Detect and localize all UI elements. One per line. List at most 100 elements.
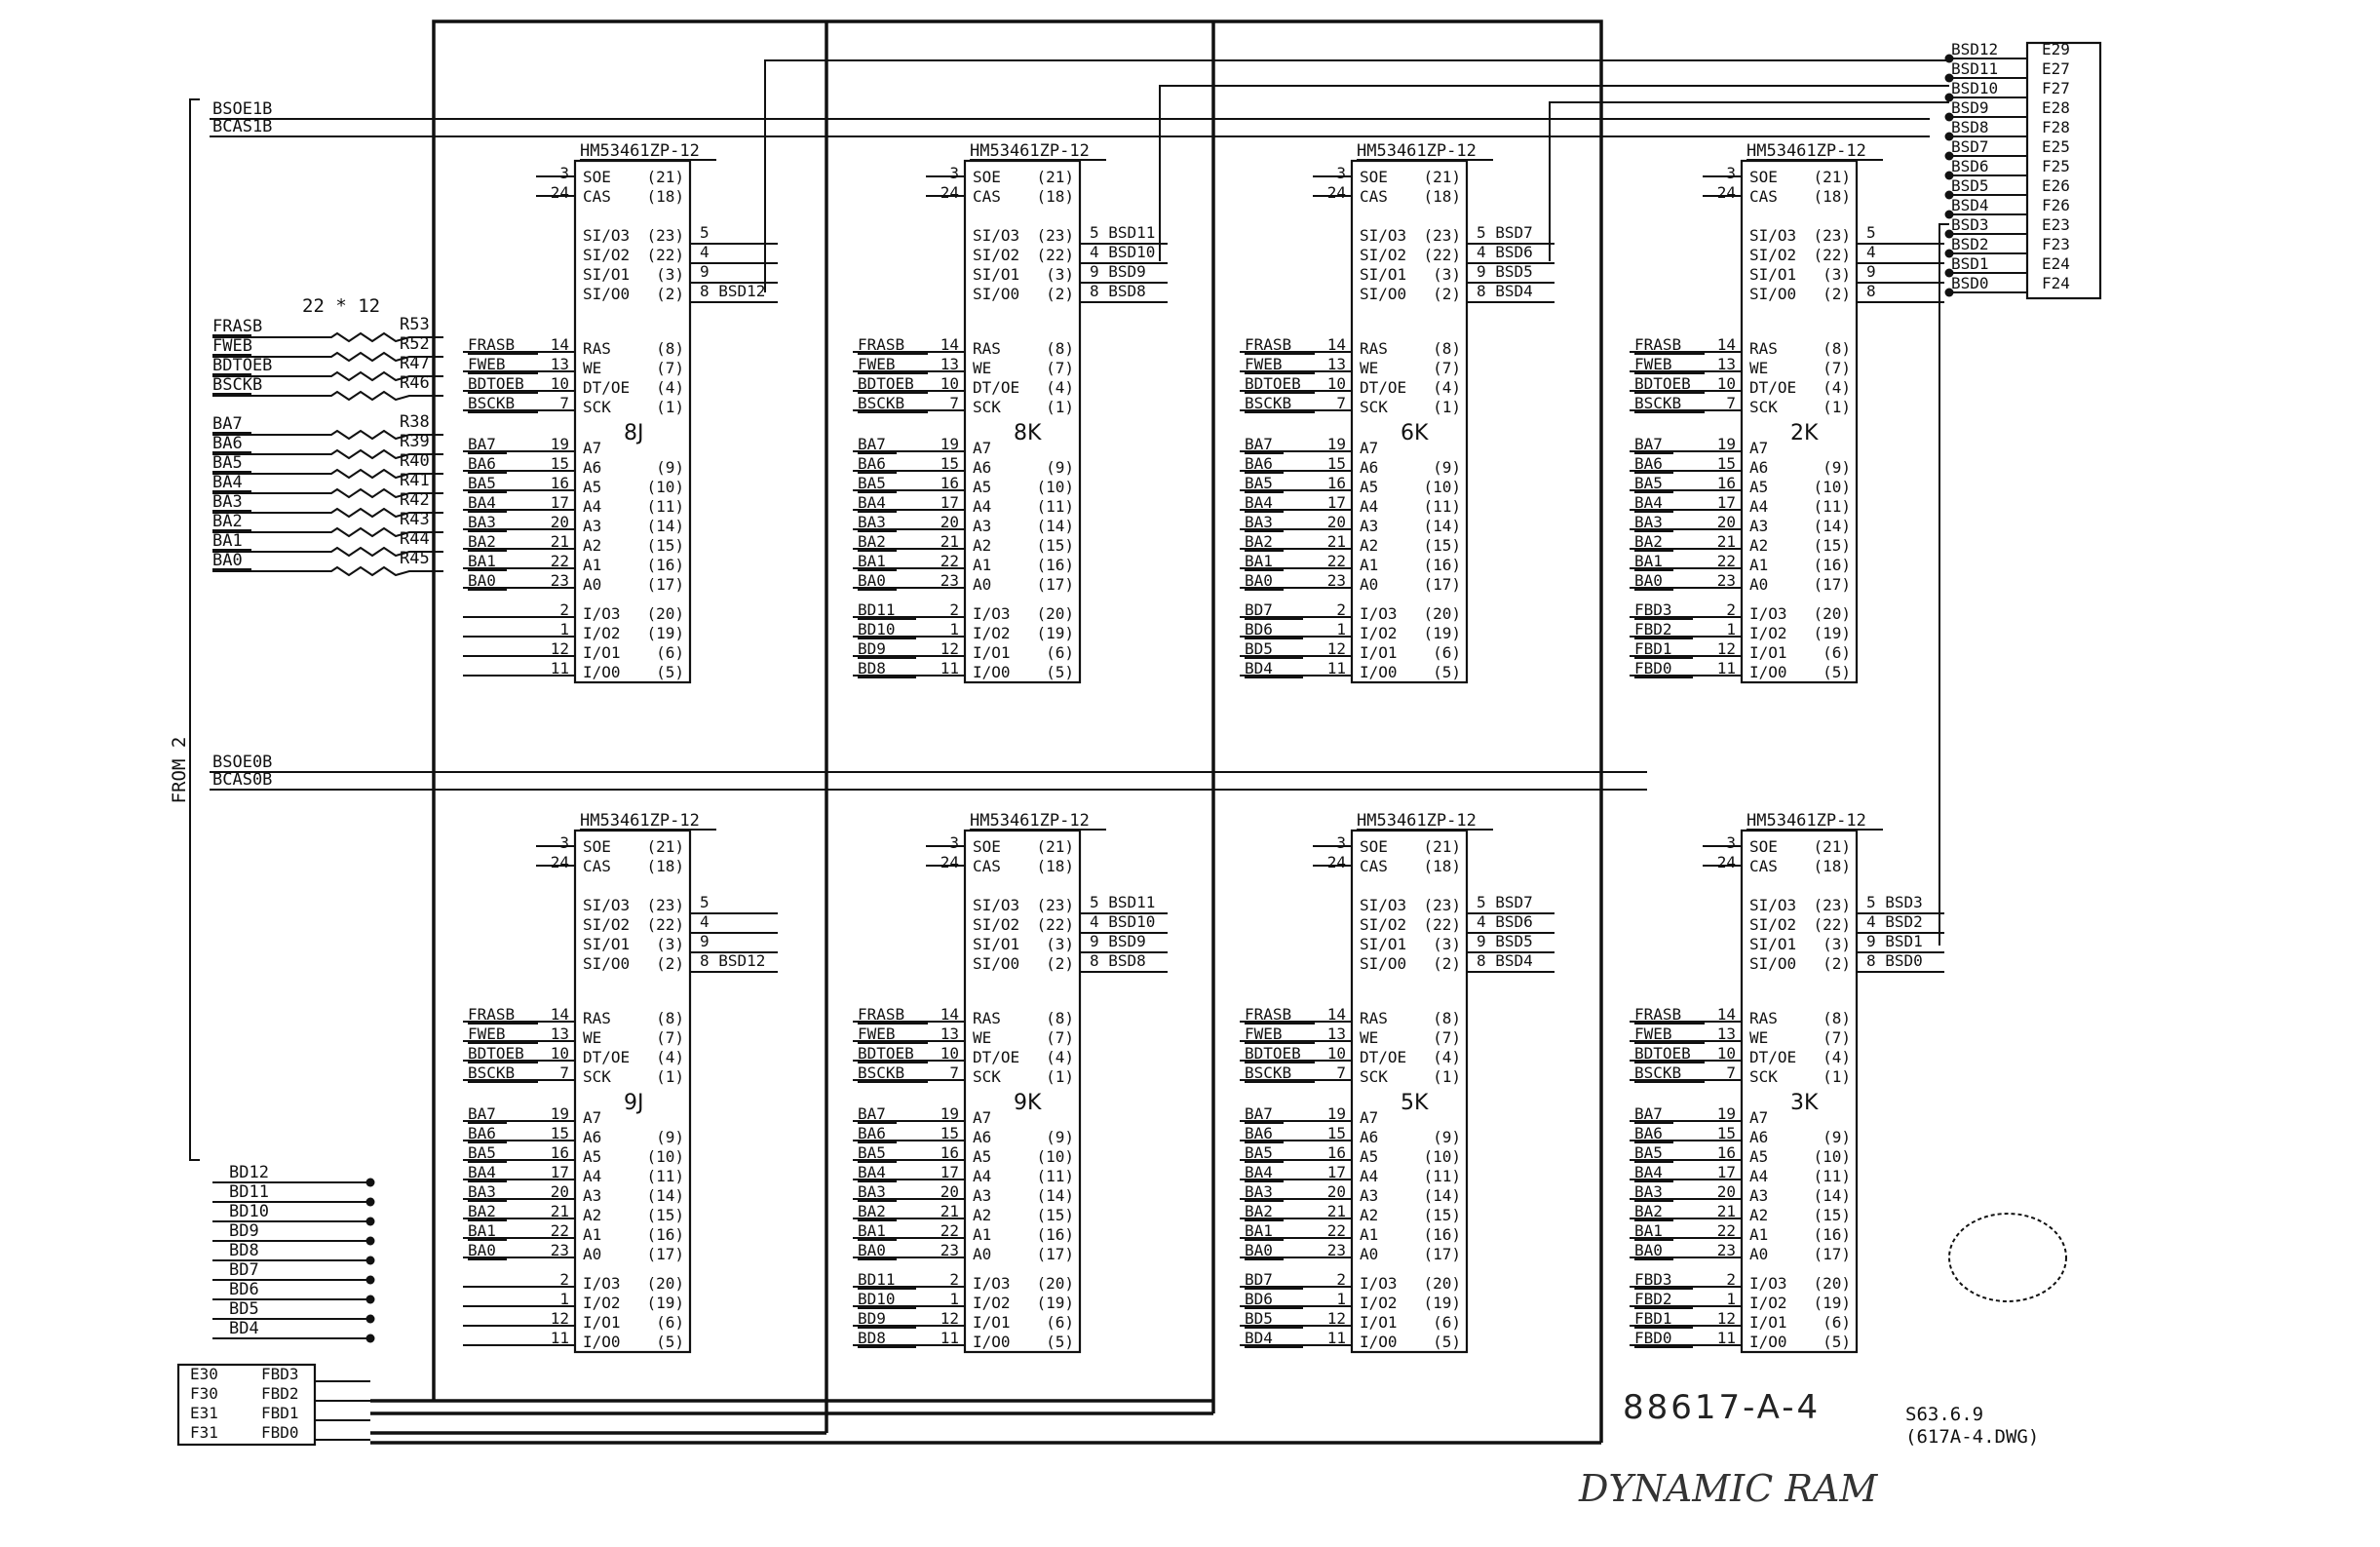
pin-name-io: I/O3	[1749, 1274, 1787, 1293]
pin-name-sio: SI/O0	[1749, 285, 1796, 303]
ctrl-net-label: BSCKB	[1245, 394, 1291, 412]
ext-pin-number: 21	[1327, 532, 1346, 551]
junction-dot	[365, 1178, 375, 1187]
connector-pin: F31	[190, 1423, 218, 1442]
ctrl-net-label: BDTOEB	[468, 1044, 524, 1063]
sio-net-label: 5 BSD11	[1090, 223, 1155, 242]
pin-name-cas: CAS	[1360, 857, 1388, 875]
ext-pin-number: 22	[940, 552, 959, 570]
bd-net-label: BD10	[229, 1202, 269, 1221]
ext-pin-number: 19	[1717, 1104, 1736, 1123]
pin-name-ctrl: SCK	[1360, 398, 1388, 416]
ext-pin-number: 11	[551, 1329, 569, 1347]
ext-pin-number: 17	[940, 1163, 959, 1181]
ctrl-net-label: BDTOEB	[1245, 1044, 1301, 1063]
ext-pin-number: 10	[1717, 1044, 1736, 1063]
pin-name-ctrl: WE	[1360, 359, 1378, 377]
chip-part-number: HM53461ZP-12	[970, 811, 1090, 831]
resistor-label: R53	[400, 315, 430, 334]
pin-number: (20)	[1036, 1274, 1074, 1293]
pin-name-ctrl: DT/OE	[583, 378, 630, 397]
pin-name-addr: A6	[1749, 458, 1768, 477]
sio-net-label: 9 BSD5	[1477, 932, 1533, 950]
sio-net-label: 4	[700, 912, 710, 931]
pin-name-ctrl: RAS	[1360, 339, 1388, 358]
ctrl-net-label: BDTOEB	[1634, 1044, 1691, 1063]
pin-name-io: I/O0	[583, 663, 621, 681]
pin-name-addr: A3	[1360, 517, 1378, 535]
input-net-label: FWEB	[212, 336, 252, 356]
io-net-label: FBD2	[1634, 1290, 1672, 1308]
ext-pin-number: 23	[1717, 1241, 1736, 1259]
pin-name-sio: SI/O2	[1360, 915, 1406, 934]
ext-pin-number: 7	[1726, 394, 1736, 412]
ext-pin-number: 2	[949, 600, 959, 619]
ext-pin-number: 12	[940, 1309, 959, 1328]
connector-net-label: BSD5	[1951, 176, 1989, 195]
connector-pin: F26	[2042, 196, 2070, 214]
bsd-bus	[1549, 101, 1949, 261]
addr-net-label: BA3	[1634, 513, 1663, 531]
ext-pin-number: 19	[551, 1104, 569, 1123]
ext-pin-number: 23	[1327, 571, 1346, 590]
pin-name-addr: A0	[583, 1245, 601, 1263]
ext-pin-number: 20	[1717, 1182, 1736, 1201]
ext-pin-number: 2	[1336, 1270, 1346, 1289]
junction-dot	[365, 1256, 375, 1265]
pin-name-addr: A7	[973, 439, 991, 457]
pin-number: (18)	[1423, 187, 1461, 206]
chip-reference-designator: 6K	[1401, 421, 1429, 445]
pin-name-addr: A3	[973, 517, 991, 535]
pin-number: (5)	[1433, 663, 1461, 681]
resistor-symbol	[212, 351, 443, 363]
pin-number: (16)	[1423, 556, 1461, 574]
pin-number: (14)	[1036, 1186, 1074, 1205]
pin-number: (10)	[1036, 1147, 1074, 1166]
pin-name-cas: CAS	[973, 857, 1001, 875]
pin-number: (3)	[1823, 935, 1851, 953]
pin-name-addr: A0	[1749, 1245, 1768, 1263]
ctrl-net-label: FRASB	[468, 335, 515, 354]
pin-name-io: I/O0	[1360, 1333, 1398, 1351]
pin-name-addr: A4	[1749, 1167, 1768, 1185]
pin-number: (5)	[1046, 1333, 1074, 1351]
ext-pin-number: 10	[1717, 374, 1736, 393]
pin-name-addr: A2	[1360, 1206, 1378, 1224]
memory-chip-9k	[963, 829, 1082, 1354]
chip-reference-designator: 2K	[1790, 421, 1819, 445]
pin-number: (7)	[1823, 1028, 1851, 1047]
input-net-label: FRASB	[212, 317, 262, 336]
pin-number: (19)	[1813, 624, 1851, 642]
pin-number: (14)	[1813, 1186, 1851, 1205]
resistor-symbol	[212, 526, 443, 538]
ext-pin-number: 22	[551, 1221, 569, 1240]
ext-pin-number: 10	[940, 1044, 959, 1063]
addr-net-label: BA4	[468, 493, 496, 512]
ext-pin-number: 17	[940, 493, 959, 512]
junction-dot	[1944, 171, 1954, 180]
addr-net-label: BA4	[1634, 1163, 1663, 1181]
junction-dot	[365, 1275, 375, 1285]
pin-number: (14)	[646, 517, 684, 535]
connector-net-label: BSD11	[1951, 59, 1998, 78]
resistor-symbol	[212, 390, 443, 402]
pin-name-addr: A5	[973, 1147, 991, 1166]
ctrl-net-label: FRASB	[1245, 335, 1291, 354]
pin-number: (11)	[1813, 1167, 1851, 1185]
pin-number: (7)	[656, 1028, 684, 1047]
pin-name-ctrl: WE	[1360, 1028, 1378, 1047]
io-net-label: BD11	[858, 1270, 896, 1289]
pin-name-addr: A5	[583, 478, 601, 496]
ext-pin-number: 10	[551, 374, 569, 393]
pin-name-addr: A7	[1749, 1108, 1768, 1127]
ext-pin-number: 1	[1336, 620, 1346, 638]
junction-dot	[1944, 268, 1954, 278]
pin-name-addr: A2	[1749, 536, 1768, 555]
sio-net-label: 4 BSD6	[1477, 912, 1533, 931]
addr-net-label: BA0	[468, 1241, 496, 1259]
ext-pin-number: 15	[940, 1124, 959, 1142]
pin-name-addr: A4	[583, 497, 601, 516]
connector-net-label: BSD10	[1951, 79, 1998, 97]
pin-name-addr: A6	[973, 458, 991, 477]
ext-pin-number: 12	[551, 1309, 569, 1328]
